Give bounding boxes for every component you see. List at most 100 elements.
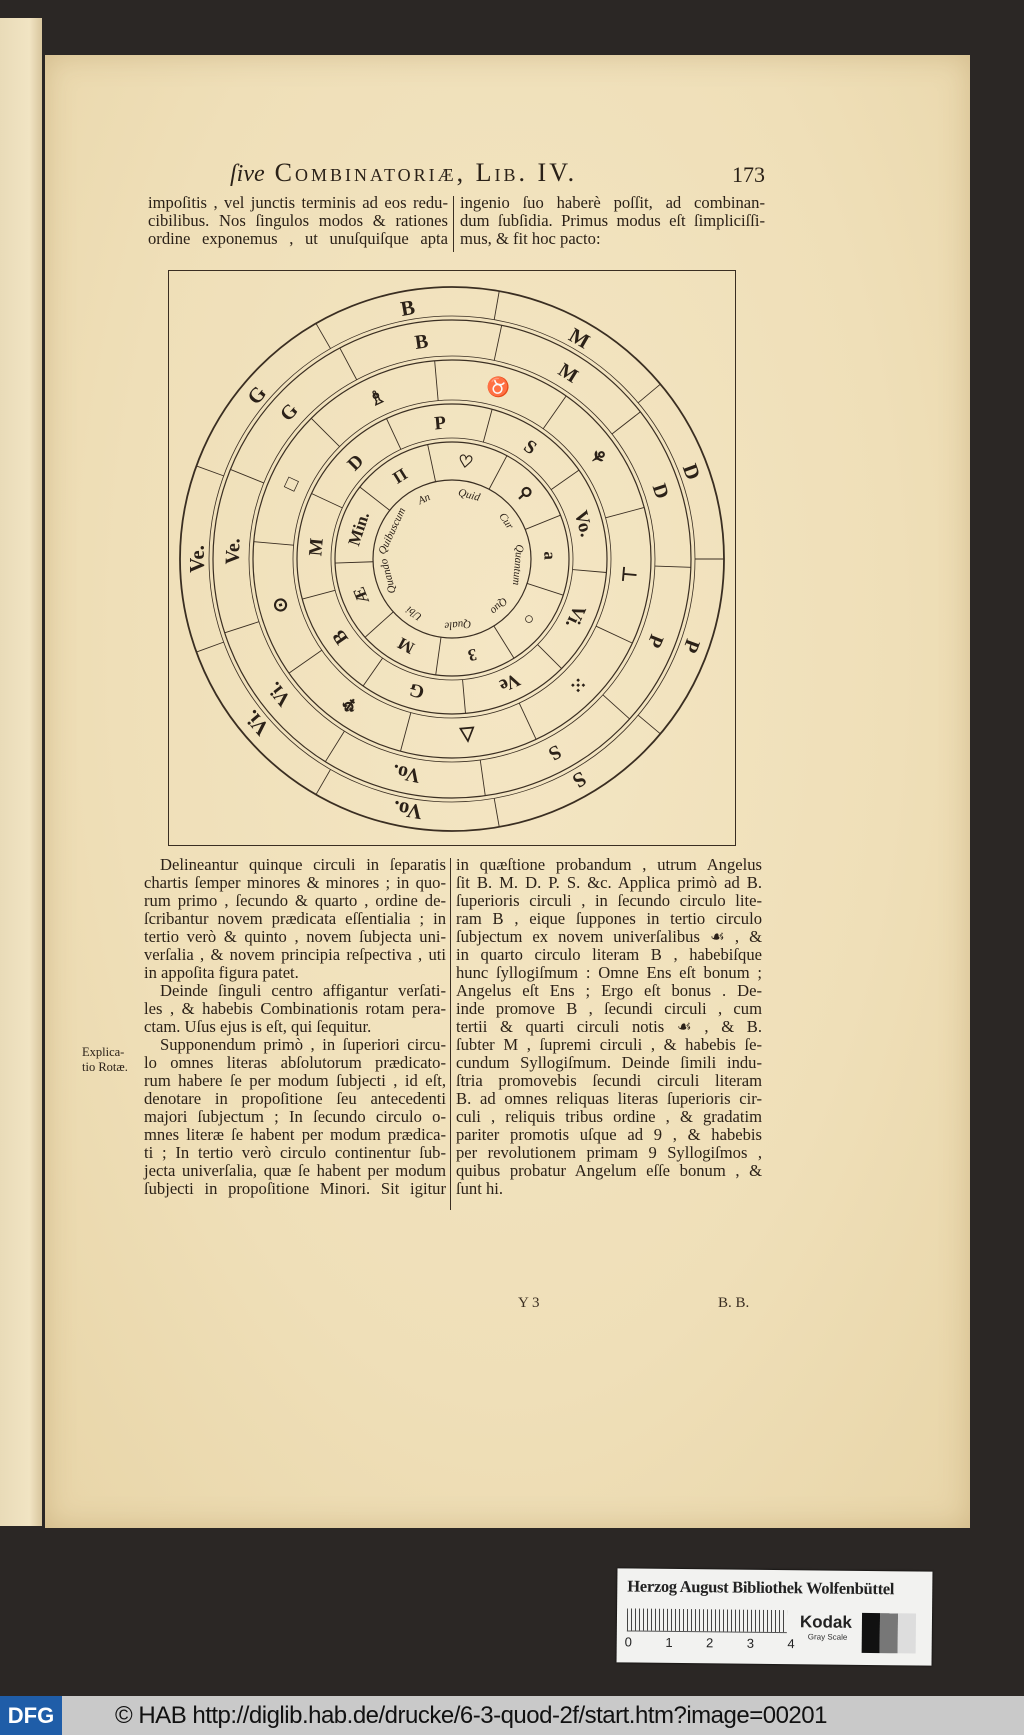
dfg-logo: DFG: [0, 1696, 62, 1735]
black-swatch: [861, 1612, 881, 1654]
wheel-letter: P: [433, 413, 447, 435]
text-line: cibilibus. Nos ſingulos modos & rationes: [148, 211, 448, 230]
sector-divider: [493, 798, 500, 827]
wheel-letter: Æ: [349, 584, 373, 607]
sector-divider: [196, 465, 224, 477]
wheel-letter: M: [394, 633, 417, 657]
sector-divider: [550, 469, 580, 490]
wheel-question-word: Quo: [487, 595, 509, 617]
sector-divider: [488, 455, 508, 490]
wheel-letter: P: [678, 636, 705, 656]
text-line: ctam. Uſus ejus is eſt, qui ſequitur.: [144, 1017, 372, 1036]
ring-circle: [212, 319, 692, 799]
text-line: ordine exponemus , ut unuſquiſque apta: [148, 229, 448, 248]
wheel-question-word: Quale: [444, 618, 472, 632]
ruler-number: 4: [787, 1636, 795, 1652]
ring-circle: [334, 441, 570, 677]
wheel-letter: Vo.: [570, 508, 597, 539]
text-line: ſubjectum ex novem univerſalibus ☙ , &: [456, 927, 762, 946]
wheel-letter: B: [413, 330, 429, 354]
wheel-letter: Vo.: [391, 760, 423, 787]
copyright-link[interactable]: © HAB http://diglib.hab.de/drucke/6-3-qu…: [115, 1702, 827, 1729]
marginal-note: Explica- tio Rotæ.: [82, 1045, 128, 1075]
facing-page-edge: [0, 18, 42, 1526]
text-line: Deinde ſinguli centro affigantur verſati…: [160, 981, 446, 1000]
wheel-letter: M: [554, 359, 582, 388]
sector-divider: [311, 493, 343, 509]
combination-wheel: BMDPSVo.Vi.Ve.GBMDPSVo.Vi.Ve.G♉⚘⊥⁙△♆⊙□♗P…: [179, 286, 725, 832]
sector-divider: [315, 769, 331, 795]
text-line: denotare in propoſitione ſeu antecedenti: [144, 1089, 446, 1108]
top-right-column: ingenio ſuo haberè poſſit, ad combinan-d…: [460, 194, 765, 248]
text-line: dum ſubſidia. Primus modus eſt ſimpliciſ…: [460, 211, 765, 230]
text-line: ſubter M , ſupremi circuli , & habebis ſ…: [456, 1035, 762, 1054]
sector-divider: [518, 702, 537, 740]
ruler-scale: [626, 1608, 788, 1634]
text-line: ingenio ſuo haberè poſſit, ad combinan-: [460, 193, 765, 212]
sector-divider: [224, 621, 260, 634]
sector-divider: [542, 395, 567, 430]
sector-divider: [572, 569, 607, 573]
wheel-question-word: Ubi: [404, 603, 424, 622]
wheel-letter: B: [328, 626, 353, 649]
ring-circle-inner: [208, 315, 696, 803]
text-line: pariter promotis uſque ad 9 , & habebis: [456, 1125, 762, 1144]
triangle-icon: △: [458, 724, 477, 746]
wheel-letter: S: [568, 767, 590, 794]
sector-divider: [230, 469, 264, 484]
wheel-letter: Min.: [344, 509, 373, 548]
wheel-letter: D: [678, 461, 706, 483]
sector-divider: [434, 360, 439, 401]
sector-divider: [335, 561, 374, 564]
sector-divider: [462, 679, 466, 714]
text-line: Angelus eſt Ens ; Ergo eſt bonus . De-: [456, 981, 762, 1000]
sector-divider: [493, 325, 503, 361]
text-line: tertii & quarti circuli notis ☙ , & B.: [456, 1017, 762, 1036]
ring-circle-inner: [292, 399, 612, 719]
sector-divider: [386, 418, 402, 450]
ring-circle-inner: [330, 437, 574, 681]
text-line: ſunt hi.: [456, 1179, 504, 1198]
text-line: verſalia , & novem principia reſpectiva …: [144, 945, 446, 964]
text-line: in quarto circulo literam B , habebiſque: [456, 945, 762, 964]
wheel-letter: S: [520, 436, 541, 459]
color-scale-label: Herzog August Bibliothek Wolfenbüttel 0 …: [616, 1568, 933, 1666]
ring-circle: [296, 403, 608, 715]
text-line: per revolutionem primam 9 Syllogiſmos ,: [456, 1143, 762, 1162]
text-line: mus, & fit hoc pacto:: [460, 229, 601, 248]
sector-divider: [493, 291, 500, 320]
text-line: in quæſtione probandum , utrum Angelus: [456, 855, 762, 874]
sector-divider: [310, 417, 340, 447]
text-line: mnes literæ ſe habent per modum prædica-: [144, 1125, 446, 1144]
wheel-letter: ○: [519, 609, 540, 629]
text-line: ſubjecti in propoſitione Minori. Sit igi…: [144, 1179, 446, 1198]
winged-head-icon: ♆: [337, 691, 363, 718]
sector-divider: [427, 444, 437, 482]
running-head: ſive Combinatoriæ, Lib. IV. 173: [230, 158, 765, 188]
wheel-letter: G: [407, 678, 427, 702]
text-line: les , & habebis Combinationis rotam pera…: [144, 999, 446, 1018]
wheel-letter: ♡: [457, 451, 475, 472]
gray-swatch: [879, 1613, 899, 1654]
sector-divider: [482, 409, 493, 443]
sector-divider: [302, 589, 336, 600]
sector-divider: [611, 411, 641, 435]
anvil-icon: ⊥: [617, 565, 639, 583]
text-line: majori ſubjectum ; In ſecundo circulo o-: [144, 1107, 446, 1126]
ring-circle-inner: [248, 355, 656, 763]
sector-divider: [525, 514, 561, 530]
wheel-letter: G: [242, 381, 271, 409]
wheel-letter: Vo.: [391, 796, 424, 825]
ring-circle: [252, 359, 652, 759]
text-line: inde promove B , ſecundi circuli , cum: [456, 999, 762, 1018]
sector-divider: [359, 486, 391, 511]
sector-divider: [324, 730, 345, 762]
text-line: lo omnes literas abſolutorum prædicato-: [144, 1053, 446, 1072]
text-line: B. ad omnes reliquas literas ſuperioris …: [456, 1089, 762, 1108]
bottom-left-column: Delineantur quinque circuli in ſeparatis…: [144, 856, 446, 1198]
ring-circle: [372, 479, 532, 639]
figure-icon: ♗: [365, 385, 389, 411]
sun-icon: ⊙: [269, 594, 293, 615]
